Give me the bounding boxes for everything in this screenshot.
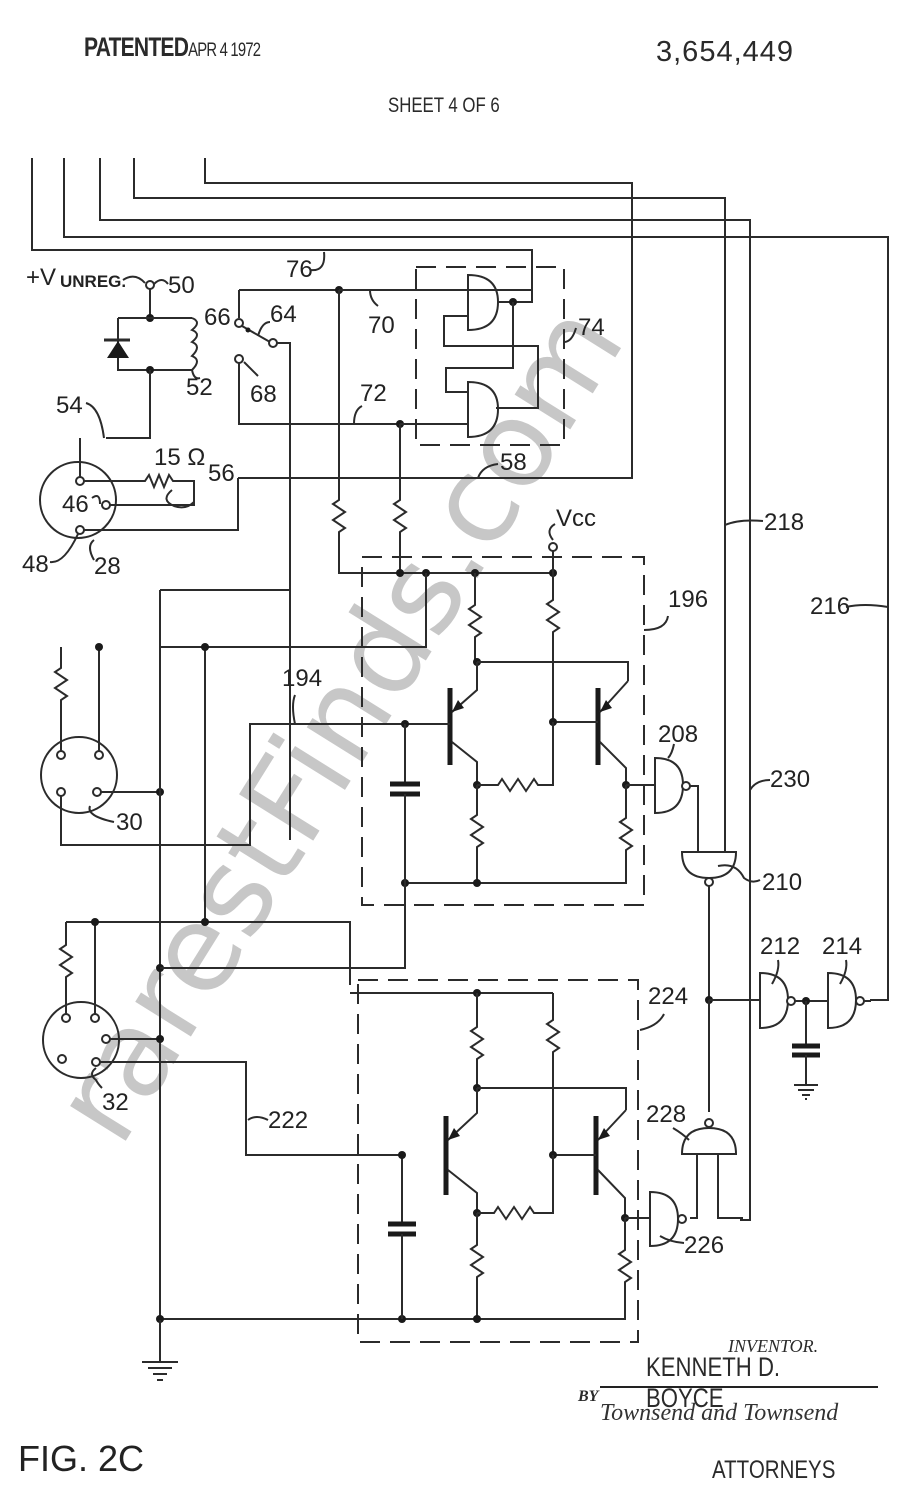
signature-line [600, 1386, 878, 1388]
ref-28: 28 [94, 553, 121, 580]
resistance-value: 15 Ω [154, 444, 205, 471]
ref-224: 224 [648, 983, 688, 1010]
schmitt-trigger-196: 196 [160, 556, 708, 985]
ref-212: 212 [760, 933, 800, 960]
inventor-caption: INVENTOR. [728, 1336, 819, 1356]
sheet-number: SHEET 4 OF 6 [388, 94, 500, 117]
nand-gate-212: 212 [759, 933, 828, 1030]
diode-icon [104, 338, 130, 358]
ref-228: 228 [646, 1101, 686, 1128]
nand-gate-226: 226 [625, 1190, 724, 1259]
nand-gate-210: 210 [680, 830, 802, 1112]
nand-gate-208: 208 [626, 721, 699, 852]
patent-date-value: APR 4 1972 [188, 40, 261, 61]
ref-226: 226 [684, 1232, 724, 1259]
by-label: BY [578, 1388, 599, 1405]
ref-76: 76 [286, 256, 313, 283]
ref-216: 216 [810, 593, 850, 620]
supply-terminal [145, 280, 155, 290]
nand-gate-icon [654, 756, 685, 815]
ref-46: 46 [62, 491, 89, 518]
ref-54: 54 [56, 392, 83, 419]
vcc-terminal [548, 542, 558, 552]
switch-64: 66 64 68 76 70 72 [204, 251, 532, 840]
flip-flop-74: 74 [339, 255, 605, 446]
ref-52: 52 [186, 374, 213, 401]
nand-gate-214: 214 [822, 933, 871, 1030]
ref-56: 56 [208, 460, 235, 487]
ref-48: 48 [22, 551, 49, 578]
vcc-label: Vcc [556, 505, 596, 532]
schmitt-trigger-224: 224 [156, 979, 688, 1343]
ref-196: 196 [668, 586, 708, 613]
supply-label: +V [26, 264, 56, 291]
supply-sub-label: UNREG. [60, 272, 126, 291]
timing-capacitor [792, 1001, 820, 1100]
pull-up-resistors [331, 290, 557, 577]
ref-30: 30 [116, 809, 143, 836]
connector-46: 46 48 28 15 Ω 56 58 [22, 438, 632, 580]
and-gate-icon [467, 380, 500, 439]
connector-30: 30 194 [40, 643, 322, 846]
ref-214: 214 [822, 933, 862, 960]
ref-58: 58 [500, 449, 527, 476]
attorneys-label: ATTORNEYS [712, 1456, 836, 1484]
ref-208: 208 [658, 721, 698, 748]
ref-194: 194 [282, 665, 322, 692]
patent-number: 3,654,449 [656, 36, 795, 68]
relay-coil-icon [190, 317, 198, 371]
attorney-signature: Townsend and Townsend [600, 1400, 839, 1426]
ref-64: 64 [270, 301, 297, 328]
nand-gate-228: 228 [646, 1101, 743, 1220]
ref-74: 74 [578, 314, 605, 341]
inventor-name: KENNETH D. BOYCE [646, 1352, 781, 1413]
figure-label: FIG. 2C [18, 1438, 145, 1479]
connector-32: 32 222 [42, 918, 405, 1156]
ref-50: 50 [168, 272, 195, 299]
nand-gate-icon [680, 1126, 738, 1155]
relay-coil-circuit: +V UNREG. 50 52 54 [26, 264, 213, 439]
ref-218: 218 [764, 509, 804, 536]
ref-32: 32 [102, 1089, 129, 1116]
patented-label: PATENTED [84, 32, 189, 62]
ground-icon [142, 1320, 178, 1381]
ref-72: 72 [360, 380, 387, 407]
ref-210: 210 [762, 869, 802, 896]
ref-66: 66 [204, 304, 231, 331]
ref-222: 222 [268, 1107, 308, 1134]
ref-68: 68 [250, 381, 277, 408]
ref-70: 70 [368, 312, 395, 339]
patented-date: PATENTEDAPR 4 1972 [84, 32, 261, 63]
and-gate-icon [467, 273, 500, 332]
ref-230: 230 [770, 766, 810, 793]
